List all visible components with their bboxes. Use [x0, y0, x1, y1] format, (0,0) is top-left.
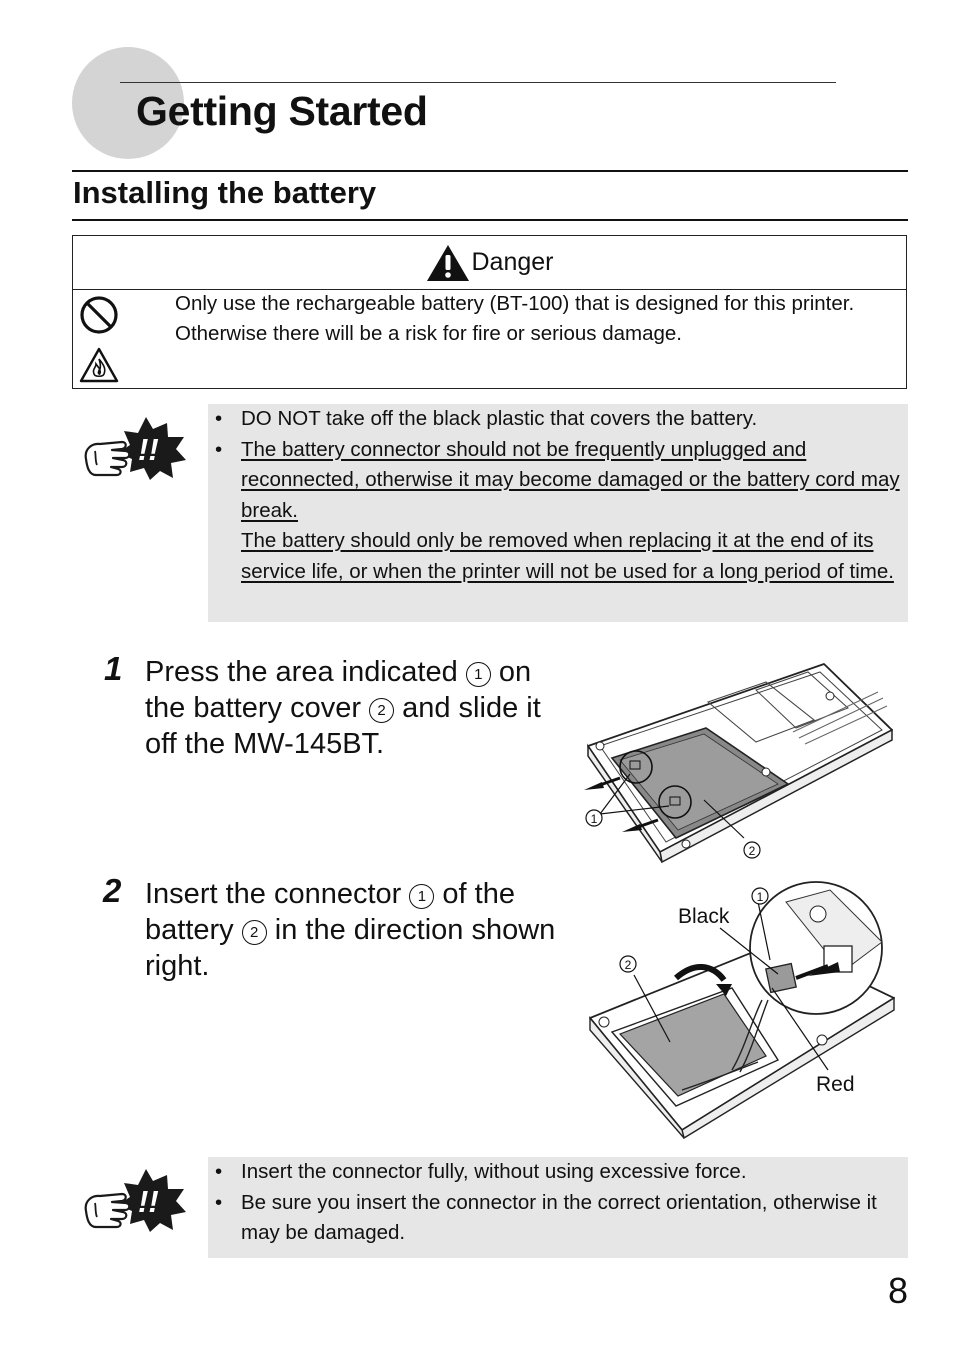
svg-text:!!: !! — [138, 1184, 159, 1219]
section-rule-top — [72, 170, 908, 172]
prohibition-icon — [80, 296, 118, 334]
fire-warning-icon — [79, 347, 119, 383]
list-item: Insert the connector fully, without usin… — [208, 1157, 908, 1188]
step-1-text: Press the area indicated 1 on the batter… — [145, 656, 541, 760]
chapter-marker-circle — [72, 47, 184, 159]
danger-header: Danger — [73, 236, 906, 290]
callout-marker: 1 — [409, 884, 435, 909]
label-red: Red — [816, 1073, 855, 1096]
caution-hand-icon: !! — [84, 1169, 186, 1232]
list-item: DO NOT take off the black plastic that c… — [208, 404, 908, 435]
step-2-text: Insert the connector 1 of the battery 2 … — [145, 878, 556, 982]
note-box-1: DO NOT take off the black plastic that c… — [208, 404, 908, 622]
step-number: 1 — [104, 650, 123, 687]
note-list-1: DO NOT take off the black plastic that c… — [208, 404, 908, 587]
section-title: Installing the battery — [73, 175, 377, 210]
step-number: 2 — [103, 872, 122, 909]
label-black: Black — [678, 905, 730, 928]
callout-marker: 2 — [369, 698, 395, 723]
list-item: The battery connector should not be freq… — [208, 435, 908, 588]
underlined-note: The battery connector should not be freq… — [241, 437, 900, 522]
svg-text:1: 1 — [591, 812, 598, 826]
chapter-rule — [120, 82, 836, 83]
section-rule-bottom — [72, 219, 908, 221]
callout-marker: 1 — [465, 662, 491, 687]
danger-box: Danger Only use the rechargeable battery… — [72, 235, 907, 389]
underlined-note: The battery should only be removed when … — [241, 529, 894, 583]
chapter-title: Getting Started — [136, 88, 428, 134]
note-list-2: Insert the connector fully, without usin… — [208, 1157, 908, 1249]
svg-text:!!: !! — [138, 432, 159, 467]
svg-text:1: 1 — [757, 890, 764, 904]
danger-text: Only use the rechargeable battery (BT-10… — [175, 292, 855, 345]
svg-text:2: 2 — [749, 844, 756, 858]
note-box-2: Insert the connector fully, without usin… — [208, 1157, 908, 1258]
battery-connector-figure: 1 2 — [589, 881, 895, 1140]
danger-label: Danger — [471, 248, 554, 276]
callout-marker: 2 — [241, 920, 267, 945]
battery-cover-figure: 1 2 — [584, 663, 893, 864]
page-number: 8 — [887, 1270, 908, 1311]
list-item: Be sure you insert the connector in the … — [208, 1188, 908, 1249]
caution-hand-icon: !! — [84, 417, 186, 480]
warning-triangle-icon — [426, 244, 469, 281]
svg-text:2: 2 — [625, 958, 632, 972]
